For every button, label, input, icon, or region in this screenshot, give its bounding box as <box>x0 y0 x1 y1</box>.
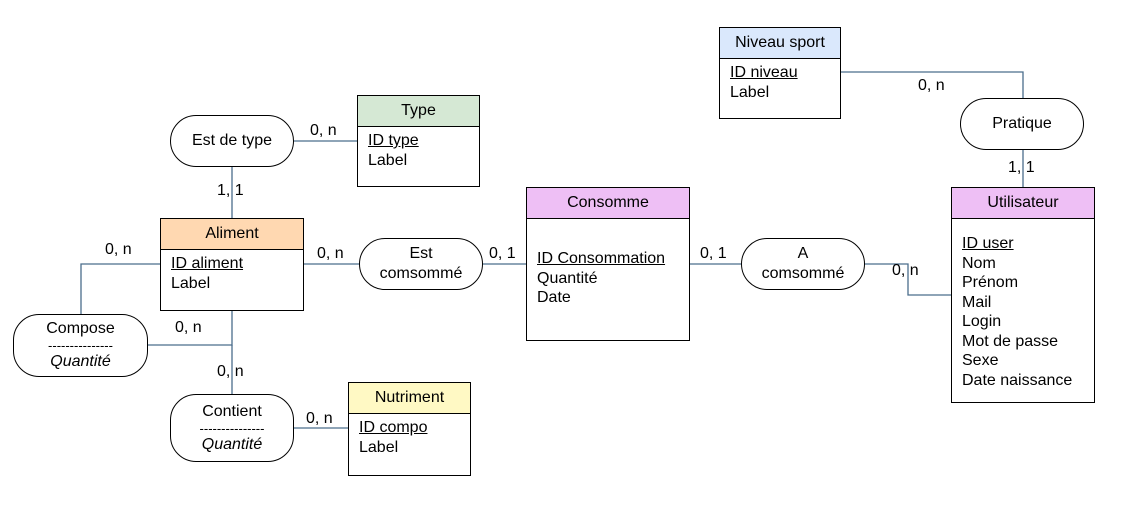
entity-nutriment-attr: Label <box>359 438 399 456</box>
relation-pratique[interactable]: Pratique <box>960 98 1084 150</box>
entity-utilisateur-attr-mail: Mail <box>962 293 992 311</box>
entity-niveau-sport[interactable]: Niveau sport ID niveau Label <box>719 27 841 119</box>
relation-a-consomme[interactable]: A comsommé <box>741 238 865 290</box>
relation-est-consomme-line2: comsommé <box>379 265 463 282</box>
entity-utilisateur-header: Utilisateur <box>952 188 1094 219</box>
card-aliment-est-consomme: 0, n <box>317 245 344 262</box>
card-est-de-type-type: 0, n <box>310 122 337 139</box>
entity-consomme-pk: ID Consommation <box>537 250 666 267</box>
entity-consomme-header: Consomme <box>527 188 689 219</box>
relation-est-consomme[interactable]: Est comsommé <box>359 238 483 290</box>
entity-type-header: Type <box>358 96 479 127</box>
entity-nutriment[interactable]: Nutriment ID compo Label <box>348 382 471 476</box>
entity-nutriment-pk: ID compo <box>359 419 428 436</box>
entity-niveau-sport-header: Niveau sport <box>720 28 840 59</box>
entity-utilisateur-attr-nom: Nom <box>962 254 996 272</box>
relation-compose-label: Compose <box>46 320 115 337</box>
entity-type-pk: ID type <box>368 132 419 149</box>
line-compose-aliment-top <box>80 263 160 314</box>
entity-utilisateur-attr-prenom: Prénom <box>962 274 1019 291</box>
relation-compose[interactable]: Compose --------------- Quantité <box>13 314 148 377</box>
entity-nutriment-attributes: ID compo Label <box>349 414 470 461</box>
line-a-consomme-utilisateur <box>865 263 951 296</box>
card-est-consomme-consomme: 0, 1 <box>489 245 516 262</box>
entity-aliment-attributes: ID aliment Label <box>161 250 303 297</box>
entity-utilisateur-attr-login: Login <box>962 313 1002 330</box>
relation-contient-attr: Quantité <box>201 435 263 453</box>
entity-utilisateur-attr-mot-de-passe: Mot de passe <box>962 332 1059 350</box>
relation-compose-attr: Quantité <box>50 353 111 370</box>
card-consomme-a-consomme: 0, 1 <box>700 245 727 262</box>
entity-aliment-attr: Label <box>171 274 211 292</box>
card-contient-nutriment: 0, n <box>306 410 333 427</box>
entity-utilisateur-attributes: ID user Nom Prénom Mail Login Mot de pas… <box>952 219 1094 394</box>
entity-consomme-attr-date: Date <box>537 289 571 306</box>
relation-contient-label: Contient <box>202 402 262 420</box>
card-compose-aliment-right: 0, n <box>175 319 202 336</box>
entity-aliment-pk: ID aliment <box>171 255 244 272</box>
entity-consomme[interactable]: Consomme ID Consommation Quantité Date <box>526 187 690 341</box>
entity-consomme-attributes: ID Consommation Quantité Date <box>527 219 689 312</box>
card-compose-aliment-top: 0, n <box>105 241 132 258</box>
entity-niveau-sport-attr: Label <box>730 83 770 101</box>
card-est-de-type-aliment: 1, 1 <box>217 182 244 199</box>
relation-a-consomme-line2: comsommé <box>761 265 845 282</box>
entity-utilisateur-pk: ID user <box>962 235 1014 252</box>
relation-compose-separator: --------------- <box>48 338 113 353</box>
entity-utilisateur-attr-sexe: Sexe <box>962 352 999 369</box>
relation-pratique-label: Pratique <box>992 115 1052 132</box>
entity-utilisateur-attr-date-naissance: Date naissance <box>962 371 1073 389</box>
relation-contient-separator: --------------- <box>199 420 265 436</box>
entity-utilisateur[interactable]: Utilisateur ID user Nom Prénom Mail Logi… <box>951 187 1095 403</box>
entity-nutriment-header: Nutriment <box>349 383 470 414</box>
entity-niveau-sport-attributes: ID niveau Label <box>720 59 840 106</box>
card-pratique-niveau: 0, n <box>918 77 945 94</box>
card-contient-aliment: 0, n <box>217 363 244 380</box>
card-a-consomme-utilisateur: 0, n <box>892 262 919 279</box>
entity-type[interactable]: Type ID type Label <box>357 95 480 187</box>
relation-est-consomme-line1: Est <box>409 245 433 262</box>
entity-consomme-attr-quantite: Quantité <box>537 269 598 287</box>
entity-aliment-header: Aliment <box>161 219 303 250</box>
entity-type-attributes: ID type Label <box>358 127 479 174</box>
entity-niveau-sport-pk: ID niveau <box>730 64 798 81</box>
entity-aliment[interactable]: Aliment ID aliment Label <box>160 218 304 311</box>
entity-type-attr: Label <box>368 151 408 169</box>
line-niveau-pratique <box>841 71 1024 98</box>
relation-est-de-type-label: Est de type <box>191 132 273 149</box>
relation-est-de-type[interactable]: Est de type <box>170 115 294 167</box>
card-pratique-utilisateur: 1, 1 <box>1008 159 1035 176</box>
relation-contient[interactable]: Contient --------------- Quantité <box>170 394 294 462</box>
relation-a-consomme-line1: A <box>797 245 809 262</box>
